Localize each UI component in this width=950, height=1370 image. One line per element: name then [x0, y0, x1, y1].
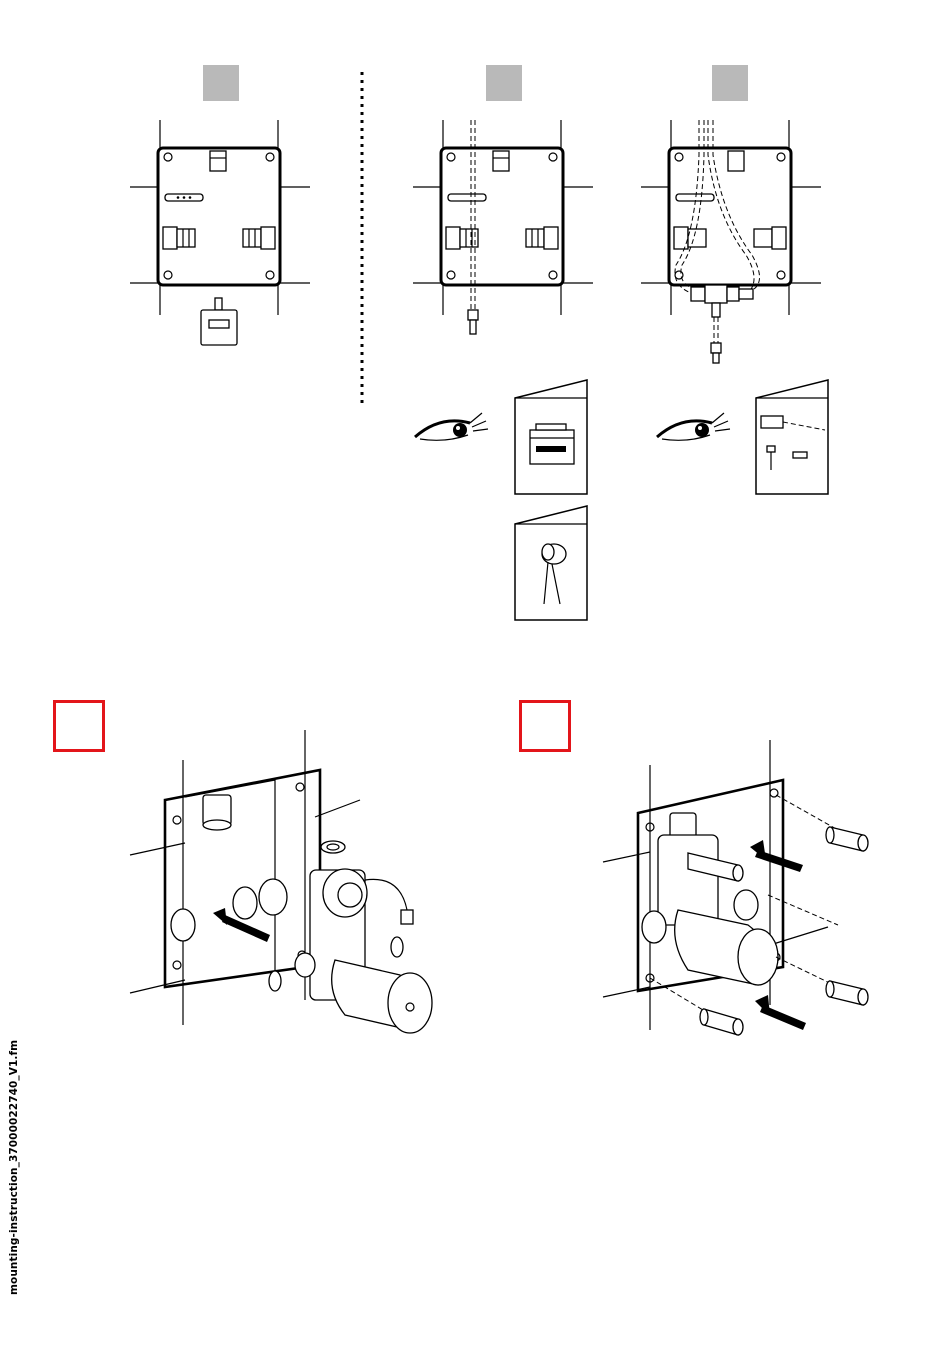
manual-booklet-icon — [512, 378, 592, 498]
document-file-label: mounting-instruction_37000022740_V1.fm — [8, 1040, 20, 1295]
mounting-box-3 — [636, 115, 846, 375]
step-marker-a — [53, 700, 105, 752]
step-marker-1 — [203, 65, 239, 101]
arrow-icon — [755, 995, 806, 1030]
wall-plug-icon — [826, 981, 868, 1005]
eye-icon — [410, 405, 490, 455]
eye-icon — [652, 405, 732, 455]
valve-assembly-illustration — [125, 725, 465, 1045]
mounting-box-1 — [125, 115, 325, 355]
wall-plug-icon — [826, 827, 868, 851]
dotted-divider — [358, 72, 368, 412]
step-marker-3 — [712, 65, 748, 101]
arrow-icon — [750, 840, 803, 872]
manual-booklet-icon — [512, 504, 592, 624]
valve-body-icon — [295, 869, 432, 1033]
power-supply-icon — [530, 424, 574, 464]
mounting-box-2 — [408, 115, 608, 355]
plug-assembly-illustration — [598, 735, 898, 1045]
step-marker-b — [519, 700, 571, 752]
wall-plug-icon — [700, 1009, 743, 1035]
manual-booklet-icon — [753, 378, 833, 498]
step-marker-2 — [486, 65, 522, 101]
